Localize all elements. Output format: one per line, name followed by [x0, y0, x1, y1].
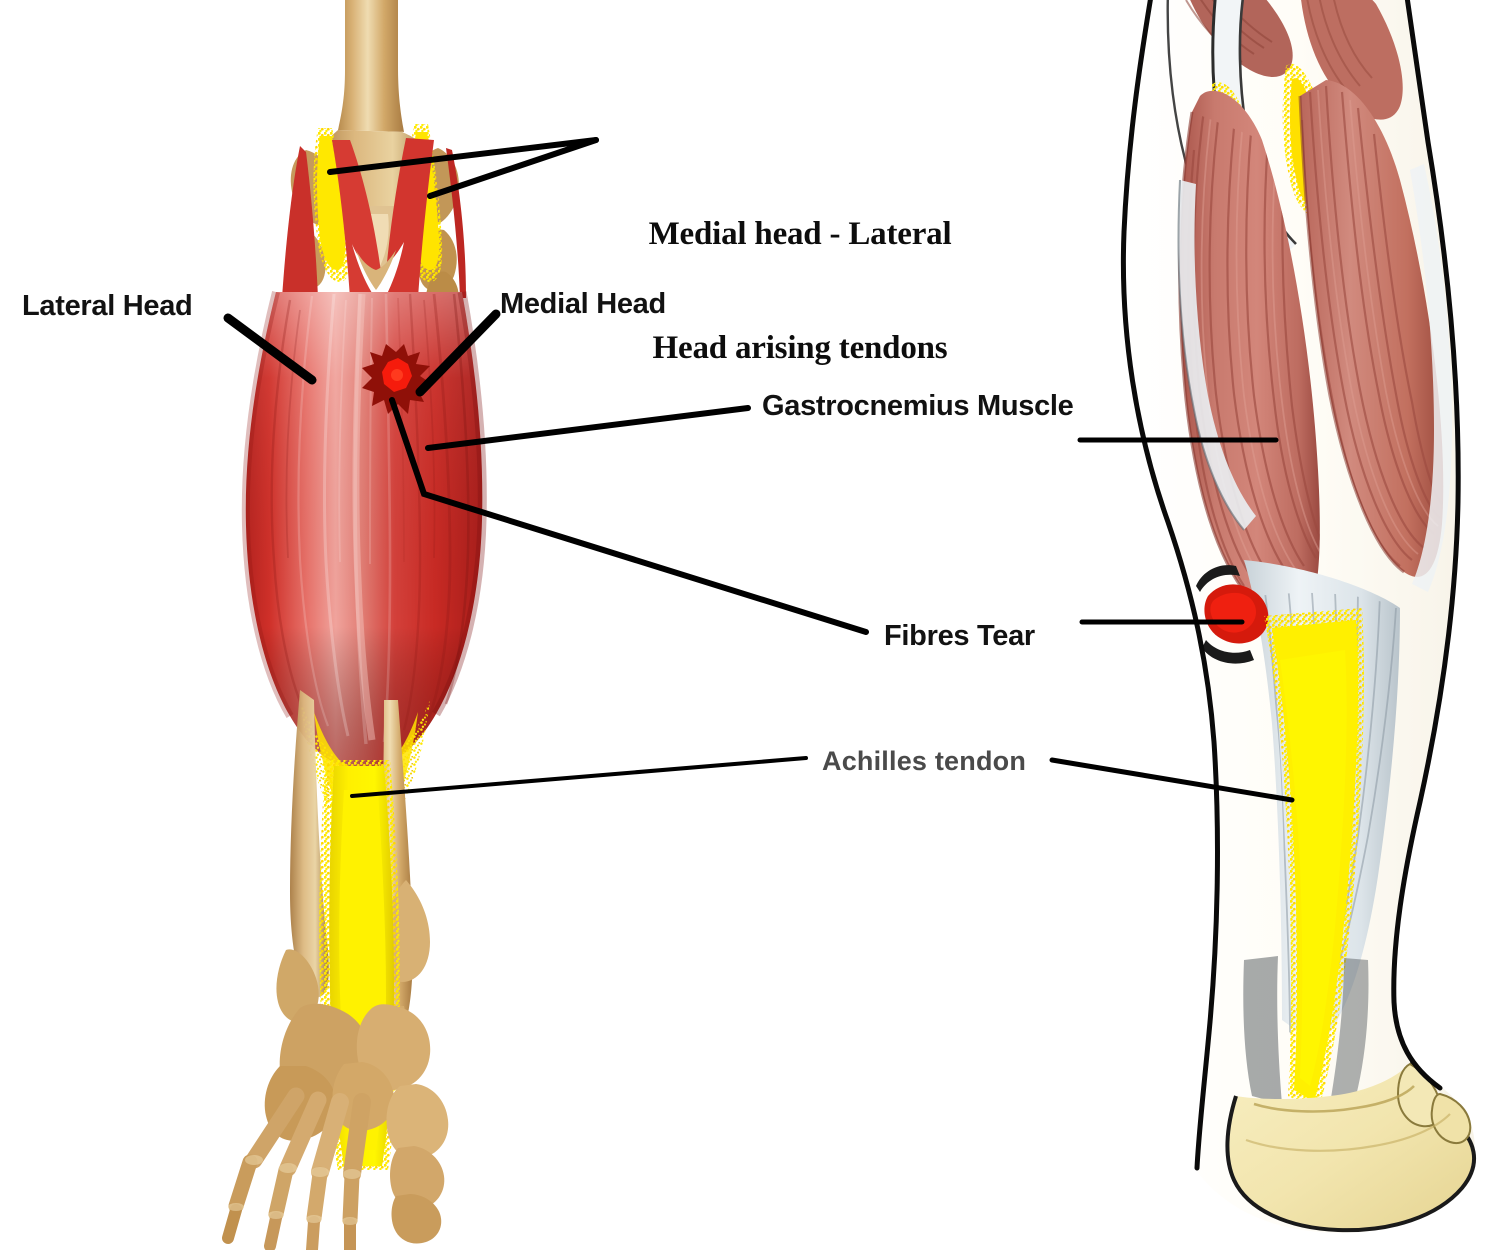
leader-fibres-tear-left — [389, 397, 869, 635]
label-arising-tendons-line1: Medial head - Lateral — [648, 215, 952, 252]
achilles-tendon-right — [1264, 608, 1364, 1112]
label-gastrocnemius-muscle: Gastrocnemius Muscle — [762, 390, 1074, 422]
leader-lateral-head — [223, 313, 317, 385]
gastrocnemius-belly — [241, 291, 487, 770]
leader-achilles-left — [350, 756, 808, 798]
gastrocnemius-medial-head-right — [1178, 90, 1320, 621]
leader-medial-head — [415, 309, 501, 397]
muscle-fiber-striations — [270, 293, 470, 745]
label-arising-tendons: Medial head - Lateral Head arising tendo… — [600, 138, 1000, 444]
leader-arising-tendon-medial — [427, 137, 599, 199]
leg-skin-outline — [1120, 0, 1461, 1171]
leader-gastrocnemius-left — [425, 405, 751, 451]
label-lateral-head: Lateral Head — [22, 290, 193, 322]
leader-achilles-right — [1049, 757, 1295, 803]
label-fibres-tear: Fibres Tear — [884, 620, 1035, 652]
gastrocnemius-heads — [282, 138, 466, 298]
label-arising-tendons-line2: Head arising tendons — [652, 330, 948, 367]
leader-arising-tendon-lateral — [327, 137, 599, 175]
fibres-tear-lesion-left — [362, 344, 432, 414]
label-medial-head: Medial Head — [500, 288, 666, 320]
foot-skeleton — [222, 1003, 449, 1250]
left-leg-rendering — [222, 0, 487, 1250]
ankle-heel-right — [1225, 956, 1477, 1233]
right-leg-illustration — [1120, 0, 1477, 1233]
leader-lines — [223, 137, 1295, 803]
label-achilles-tendon: Achilles tendon — [822, 746, 1027, 776]
gastrocnemius-lateral-head-right — [1298, 80, 1444, 577]
